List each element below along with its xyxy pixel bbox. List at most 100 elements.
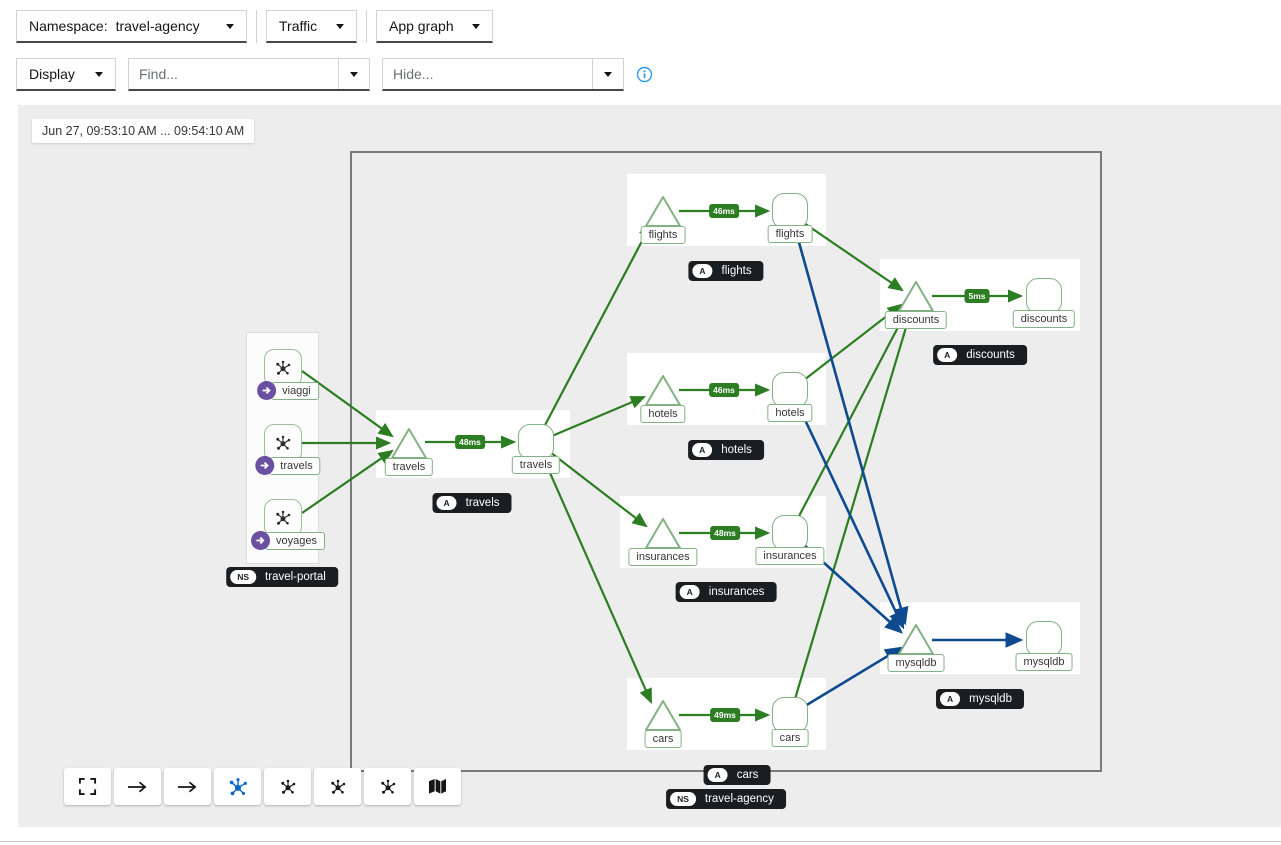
node-label: travels: [384, 458, 434, 476]
chevron-down-icon: [95, 71, 103, 77]
node-hotels-app[interactable]: [772, 372, 808, 408]
node-label: insurances: [628, 548, 698, 566]
traffic-edge[interactable]: [551, 395, 647, 438]
app-chip-flights: A flights: [688, 261, 764, 281]
traffic-edge[interactable]: [793, 311, 913, 700]
chip-label: travels: [465, 496, 500, 509]
namespace-chip-travel-portal: NS travel-portal: [226, 567, 338, 587]
node-travels-app[interactable]: [518, 424, 554, 460]
app-badge: A: [679, 585, 700, 599]
chip-label: insurances: [708, 585, 765, 598]
display-select[interactable]: Display: [16, 58, 116, 91]
chip-label: mysqldb: [969, 692, 1012, 705]
node-label: travels: [269, 456, 321, 475]
chevron-down-icon: [350, 71, 358, 77]
app-badge: A: [436, 496, 457, 510]
node-cars-app[interactable]: [772, 697, 808, 733]
edge-latency-label[interactable]: 5ms: [964, 289, 990, 303]
topology-icon: [330, 779, 345, 794]
chevron-down-icon: [472, 23, 480, 29]
app-chip-insurances: A insurances: [675, 582, 777, 602]
edge-latency-label[interactable]: 46ms: [709, 383, 739, 397]
topology-icon: [276, 510, 291, 525]
node-label-group: voyages: [251, 531, 325, 550]
node-mysqldb-app[interactable]: [1026, 621, 1062, 657]
info-circle-icon[interactable]: [636, 66, 653, 83]
traffic-source-icon: [251, 531, 271, 550]
traffic-select[interactable]: Traffic: [266, 10, 357, 43]
node-discounts-app[interactable]: [1026, 278, 1062, 314]
hide-input[interactable]: [383, 59, 592, 89]
chevron-down-icon: [336, 23, 344, 29]
traffic-edge[interactable]: [541, 456, 653, 705]
app-chip-mysqldb: A mysqldb: [936, 689, 1024, 709]
chip-label: cars: [736, 768, 759, 781]
traffic-source-icon: [255, 456, 275, 475]
traffic-edge[interactable]: [804, 646, 904, 708]
node-flights-app[interactable]: [772, 193, 808, 229]
node-label: viaggi: [271, 381, 319, 400]
namespace-label: Namespace:: [29, 18, 108, 34]
topology-small-button[interactable]: [364, 768, 411, 805]
node-label: voyages: [265, 531, 325, 550]
arrow-right-button[interactable]: [114, 768, 161, 805]
app-chip-cars: A cars: [703, 765, 771, 785]
node-label: cars: [771, 729, 809, 747]
chip-label: discounts: [966, 348, 1015, 361]
find-dropdown-button[interactable]: [338, 59, 369, 89]
topology-small-button[interactable]: [264, 768, 311, 805]
node-label: discounts: [884, 311, 948, 329]
app-chip-hotels: A hotels: [688, 440, 764, 460]
node-voyages[interactable]: [264, 499, 302, 537]
traffic-edge[interactable]: [301, 449, 394, 514]
namespace-select[interactable]: Namespace: travel-agency: [16, 10, 247, 43]
namespace-value: travel-agency: [115, 18, 200, 34]
expand-button[interactable]: [64, 768, 111, 805]
edge-latency-label[interactable]: 48ms: [455, 435, 485, 449]
time-range-label: Jun 27, 09:53:10 AM ... 09:54:10 AM: [32, 119, 255, 143]
app-chip-travels: A travels: [432, 493, 512, 513]
app-badge: A: [692, 264, 713, 278]
edge-latency-label[interactable]: 48ms: [710, 526, 740, 540]
edge-latency-label[interactable]: 49ms: [710, 708, 740, 722]
graph-type-label: App graph: [389, 18, 454, 34]
graph-type-select[interactable]: App graph: [376, 10, 493, 43]
app-badge: A: [937, 348, 958, 362]
graph-canvas[interactable]: Jun 27, 09:53:10 AM ... 09:54:10 AM 48ms…: [18, 105, 1281, 827]
display-label: Display: [29, 66, 75, 82]
node-label: hotels: [640, 405, 686, 423]
chevron-down-icon: [226, 23, 234, 29]
traffic-source-icon: [257, 381, 277, 400]
chip-label: hotels: [721, 443, 752, 456]
find-input[interactable]: [129, 59, 338, 89]
ns-badge: NS: [230, 570, 257, 584]
node-travels-portal[interactable]: [264, 424, 302, 462]
ns-badge: NS: [670, 792, 696, 806]
node-label: mysqldb: [1015, 653, 1073, 671]
toolbar-row-1: Namespace: travel-agency Traffic App gra…: [16, 10, 493, 43]
topology-button-active[interactable]: [214, 768, 261, 805]
hide-dropdown-button[interactable]: [592, 59, 623, 89]
node-viaggi[interactable]: [264, 349, 302, 387]
node-label-group: travels: [255, 456, 321, 475]
node-insurances-app[interactable]: [772, 515, 808, 551]
edge-latency-label[interactable]: 46ms: [709, 204, 739, 218]
chip-label: flights: [721, 264, 752, 277]
traffic-edge[interactable]: [797, 310, 908, 519]
traffic-edge[interactable]: [796, 404, 905, 630]
arrow-right-button[interactable]: [164, 768, 211, 805]
map-button[interactable]: [414, 768, 461, 805]
chip-label: travel-agency: [704, 792, 774, 805]
app-badge: A: [940, 692, 961, 706]
topology-small-button[interactable]: [314, 768, 361, 805]
graph-toolbar: [64, 768, 464, 805]
traffic-edge[interactable]: [543, 222, 653, 428]
traffic-edge[interactable]: [803, 222, 904, 292]
traffic-edge[interactable]: [549, 451, 648, 528]
chip-label: travel-portal: [265, 570, 326, 583]
node-label: insurances: [755, 547, 825, 565]
traffic-edge[interactable]: [793, 227, 909, 626]
node-label-group: viaggi: [257, 381, 319, 400]
find-group: [128, 58, 370, 91]
